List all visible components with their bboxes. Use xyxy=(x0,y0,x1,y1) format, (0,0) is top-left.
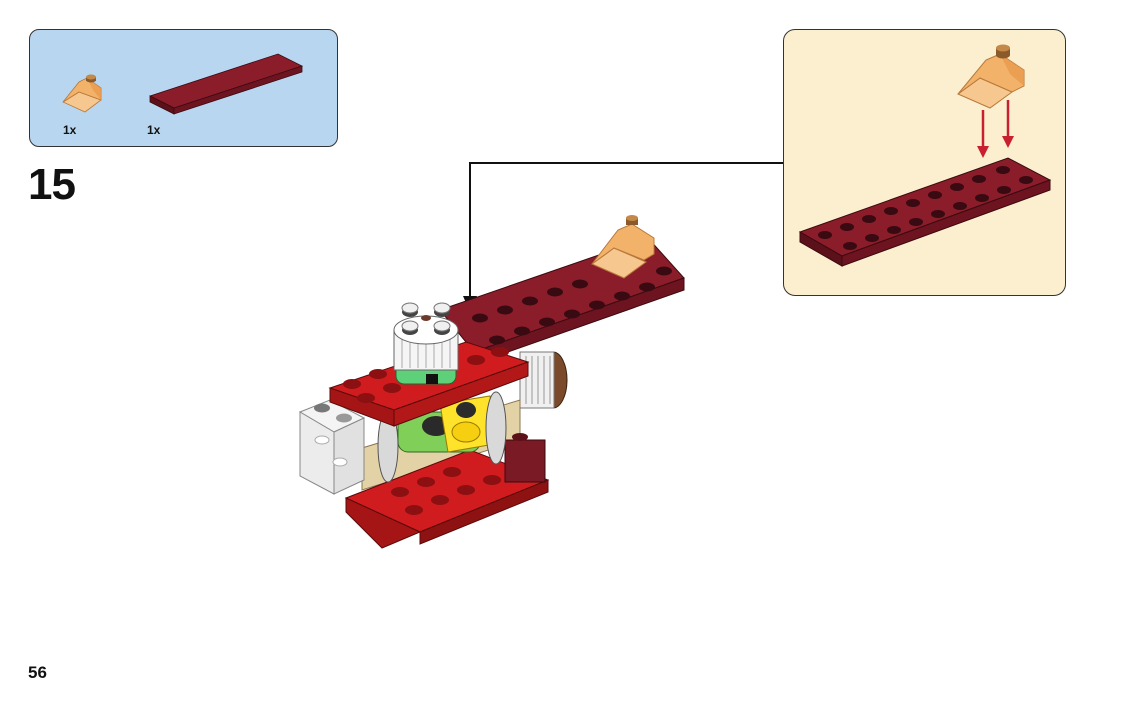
parts-illustration xyxy=(62,53,304,115)
page-number: 56 xyxy=(28,663,47,682)
step-number: 15 xyxy=(28,160,76,209)
slope-quantity: 1x xyxy=(63,123,77,137)
slope-brick-part xyxy=(62,74,102,113)
callout-connector-arrow xyxy=(469,162,783,300)
model-assembly xyxy=(298,215,685,549)
callout-slope-brick xyxy=(957,44,1025,109)
plate-quantity: 1x xyxy=(147,123,161,137)
plate-part xyxy=(148,53,304,115)
callout-plate xyxy=(798,157,1052,267)
parts-list-box: 1x 1x xyxy=(29,29,338,147)
callout-down-arrows xyxy=(977,100,1014,158)
callout-plate-studs xyxy=(818,166,1033,250)
